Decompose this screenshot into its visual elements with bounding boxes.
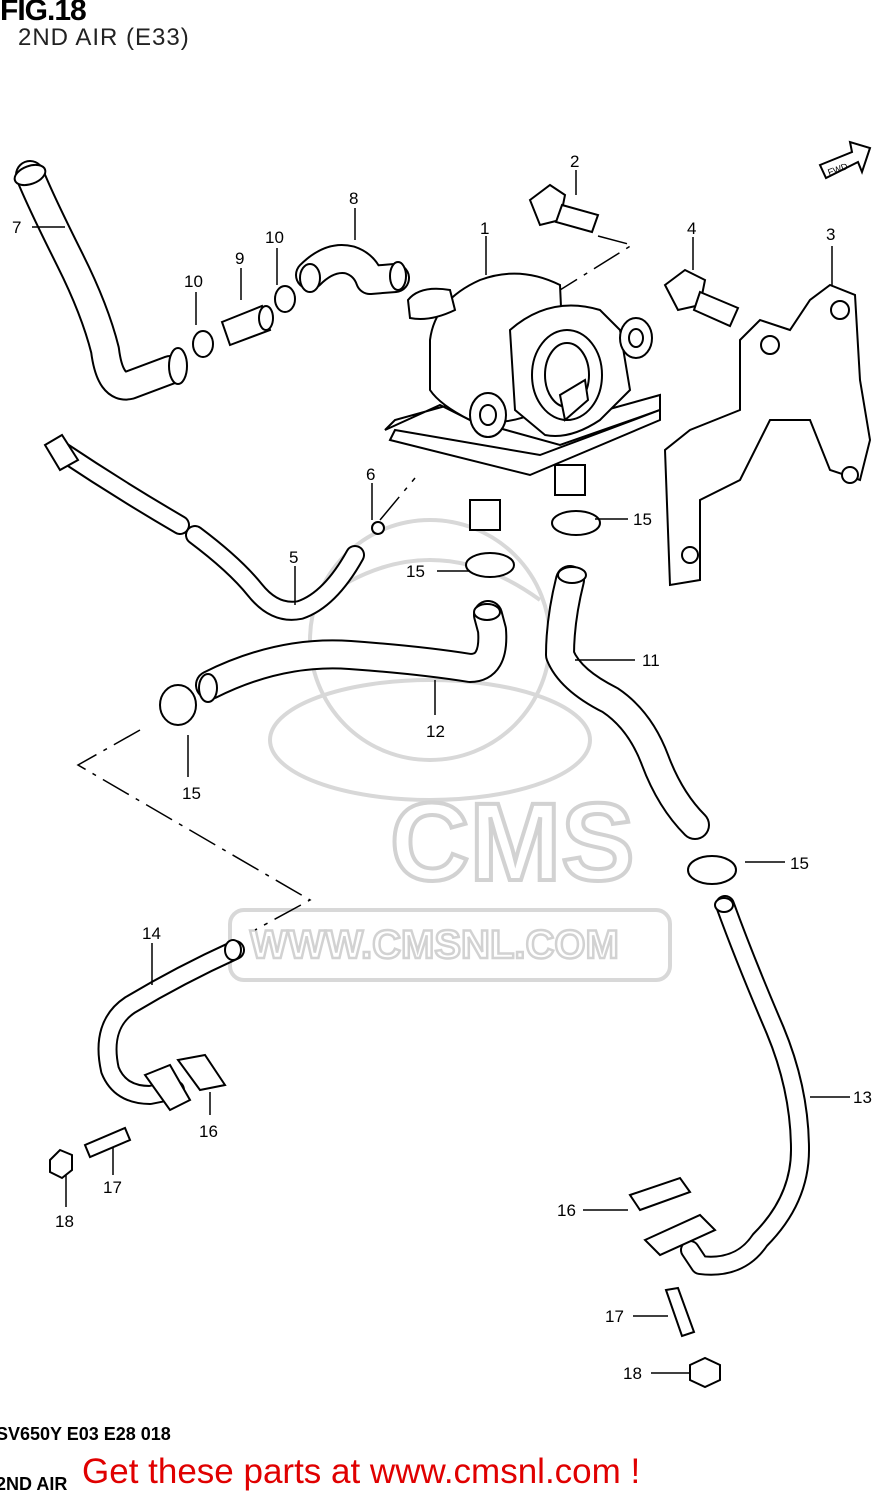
part-16-gaskets: [176, 1053, 692, 1212]
callout-4: 4: [687, 219, 696, 238]
part-3-bracket: [663, 283, 872, 587]
callout-16a: 16: [199, 1122, 218, 1141]
callout-7: 7: [12, 218, 21, 237]
callouts: 1 2 3 4 5 6 7 8 9 10 10 11 12 13 14 15 1…: [12, 152, 872, 1383]
callout-10b: 10: [265, 228, 284, 247]
callout-10a: 10: [184, 272, 203, 291]
leader-lines: [32, 170, 850, 1374]
part-14-pipe: [97, 939, 245, 1112]
promo-link[interactable]: Get these parts at www.cmsnl.com !: [82, 1452, 641, 1491]
callout-1: 1: [480, 219, 489, 238]
part-8-hose: [295, 244, 410, 295]
callout-18a: 18: [55, 1212, 74, 1231]
callout-2: 2: [570, 152, 579, 171]
part-5-hose: [43, 433, 365, 621]
callout-12: 12: [426, 722, 445, 741]
dash-line-lower: [76, 729, 312, 931]
part-4-bolt: [663, 268, 740, 328]
watermark: CMS WWW.CMSNL.COM: [228, 518, 672, 982]
callout-15a: 15: [633, 510, 652, 529]
callout-17b: 17: [605, 1307, 624, 1326]
section-name: 2ND AIR: [0, 1474, 68, 1494]
part-11-hose: [545, 565, 710, 840]
dash-line-upper: [559, 235, 634, 291]
callout-5: 5: [289, 548, 298, 567]
callout-11: 11: [642, 651, 660, 670]
model-code: SV650Y E03 E28 018: [0, 1424, 171, 1444]
callout-6: 6: [366, 465, 375, 484]
part-15-clamps: [159, 510, 737, 885]
fwd-arrow-icon: FWD: [818, 140, 872, 180]
part-9-10-joint: [192, 285, 296, 358]
dash-line-6: [379, 477, 416, 521]
callout-14: 14: [142, 924, 161, 943]
figure-subtitle: 2ND AIR (E33): [18, 24, 190, 51]
part-2-bolt: [528, 183, 600, 234]
callout-18b: 18: [623, 1364, 642, 1383]
watermark-url: WWW.CMSNL.COM: [250, 923, 619, 967]
watermark-brand: CMS: [390, 781, 634, 904]
part-17-18-hardware: [49, 1126, 721, 1389]
callout-15b: 15: [406, 562, 425, 581]
part-7-hose: [13, 160, 188, 401]
figure-number: FIG.18: [0, 0, 87, 27]
callout-15d: 15: [790, 854, 809, 873]
part-1-valve: [384, 272, 661, 531]
callout-8: 8: [349, 189, 358, 208]
part-6-clip: [371, 521, 385, 535]
callout-15c: 15: [182, 784, 201, 803]
part-12-hose: [195, 600, 508, 703]
callout-13: 13: [853, 1088, 872, 1107]
callout-3: 3: [826, 225, 835, 244]
part-13-pipe: [643, 895, 810, 1276]
callout-16b: 16: [557, 1201, 576, 1220]
callout-17a: 17: [103, 1178, 122, 1197]
callout-9: 9: [235, 249, 244, 268]
